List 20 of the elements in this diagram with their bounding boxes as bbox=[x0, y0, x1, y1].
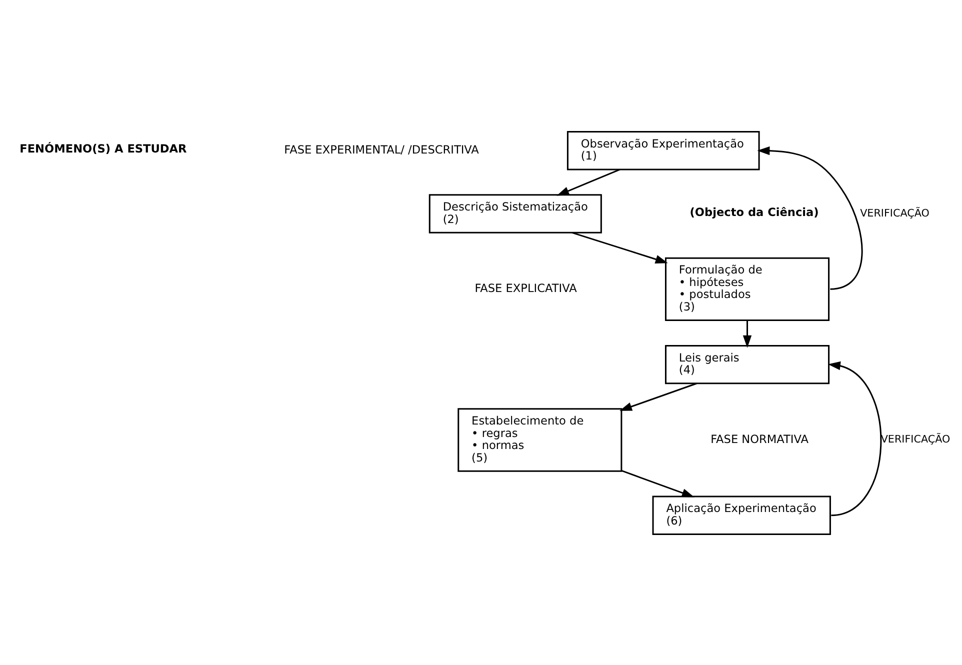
node-box: Descrição Sistematização (2) bbox=[428, 194, 602, 233]
label: FASE NORMATIVA bbox=[710, 432, 808, 446]
arrow bbox=[619, 382, 697, 410]
arrow bbox=[621, 470, 694, 497]
arrow bbox=[757, 146, 863, 290]
arrow bbox=[556, 168, 620, 196]
label: FASE EXPERIMENTAL/ /DESCRITIVA bbox=[284, 143, 479, 156]
label: FASE EXPLICATIVA bbox=[474, 282, 577, 295]
label: (Objecto da Ciência) bbox=[690, 205, 819, 218]
arrow bbox=[828, 360, 882, 516]
arrow bbox=[742, 320, 752, 348]
arrow bbox=[572, 231, 668, 263]
edge-label: VERIFICAÇÃO bbox=[880, 433, 950, 446]
node-box: Aplicação Experimentação (6) bbox=[652, 495, 831, 534]
edge-label: VERIFICAÇÃO bbox=[860, 206, 930, 219]
node-box: Estabelecimento de • regras • normas (5) bbox=[458, 408, 622, 472]
node-box: Formulação de • hipóteses • postulados (3) bbox=[664, 256, 830, 321]
node-box: Observação Experimentação (1) bbox=[566, 130, 760, 170]
node-box: Leis gerais (4) bbox=[664, 344, 830, 384]
label: FENÓMENO(S) A ESTUDAR bbox=[20, 142, 187, 156]
